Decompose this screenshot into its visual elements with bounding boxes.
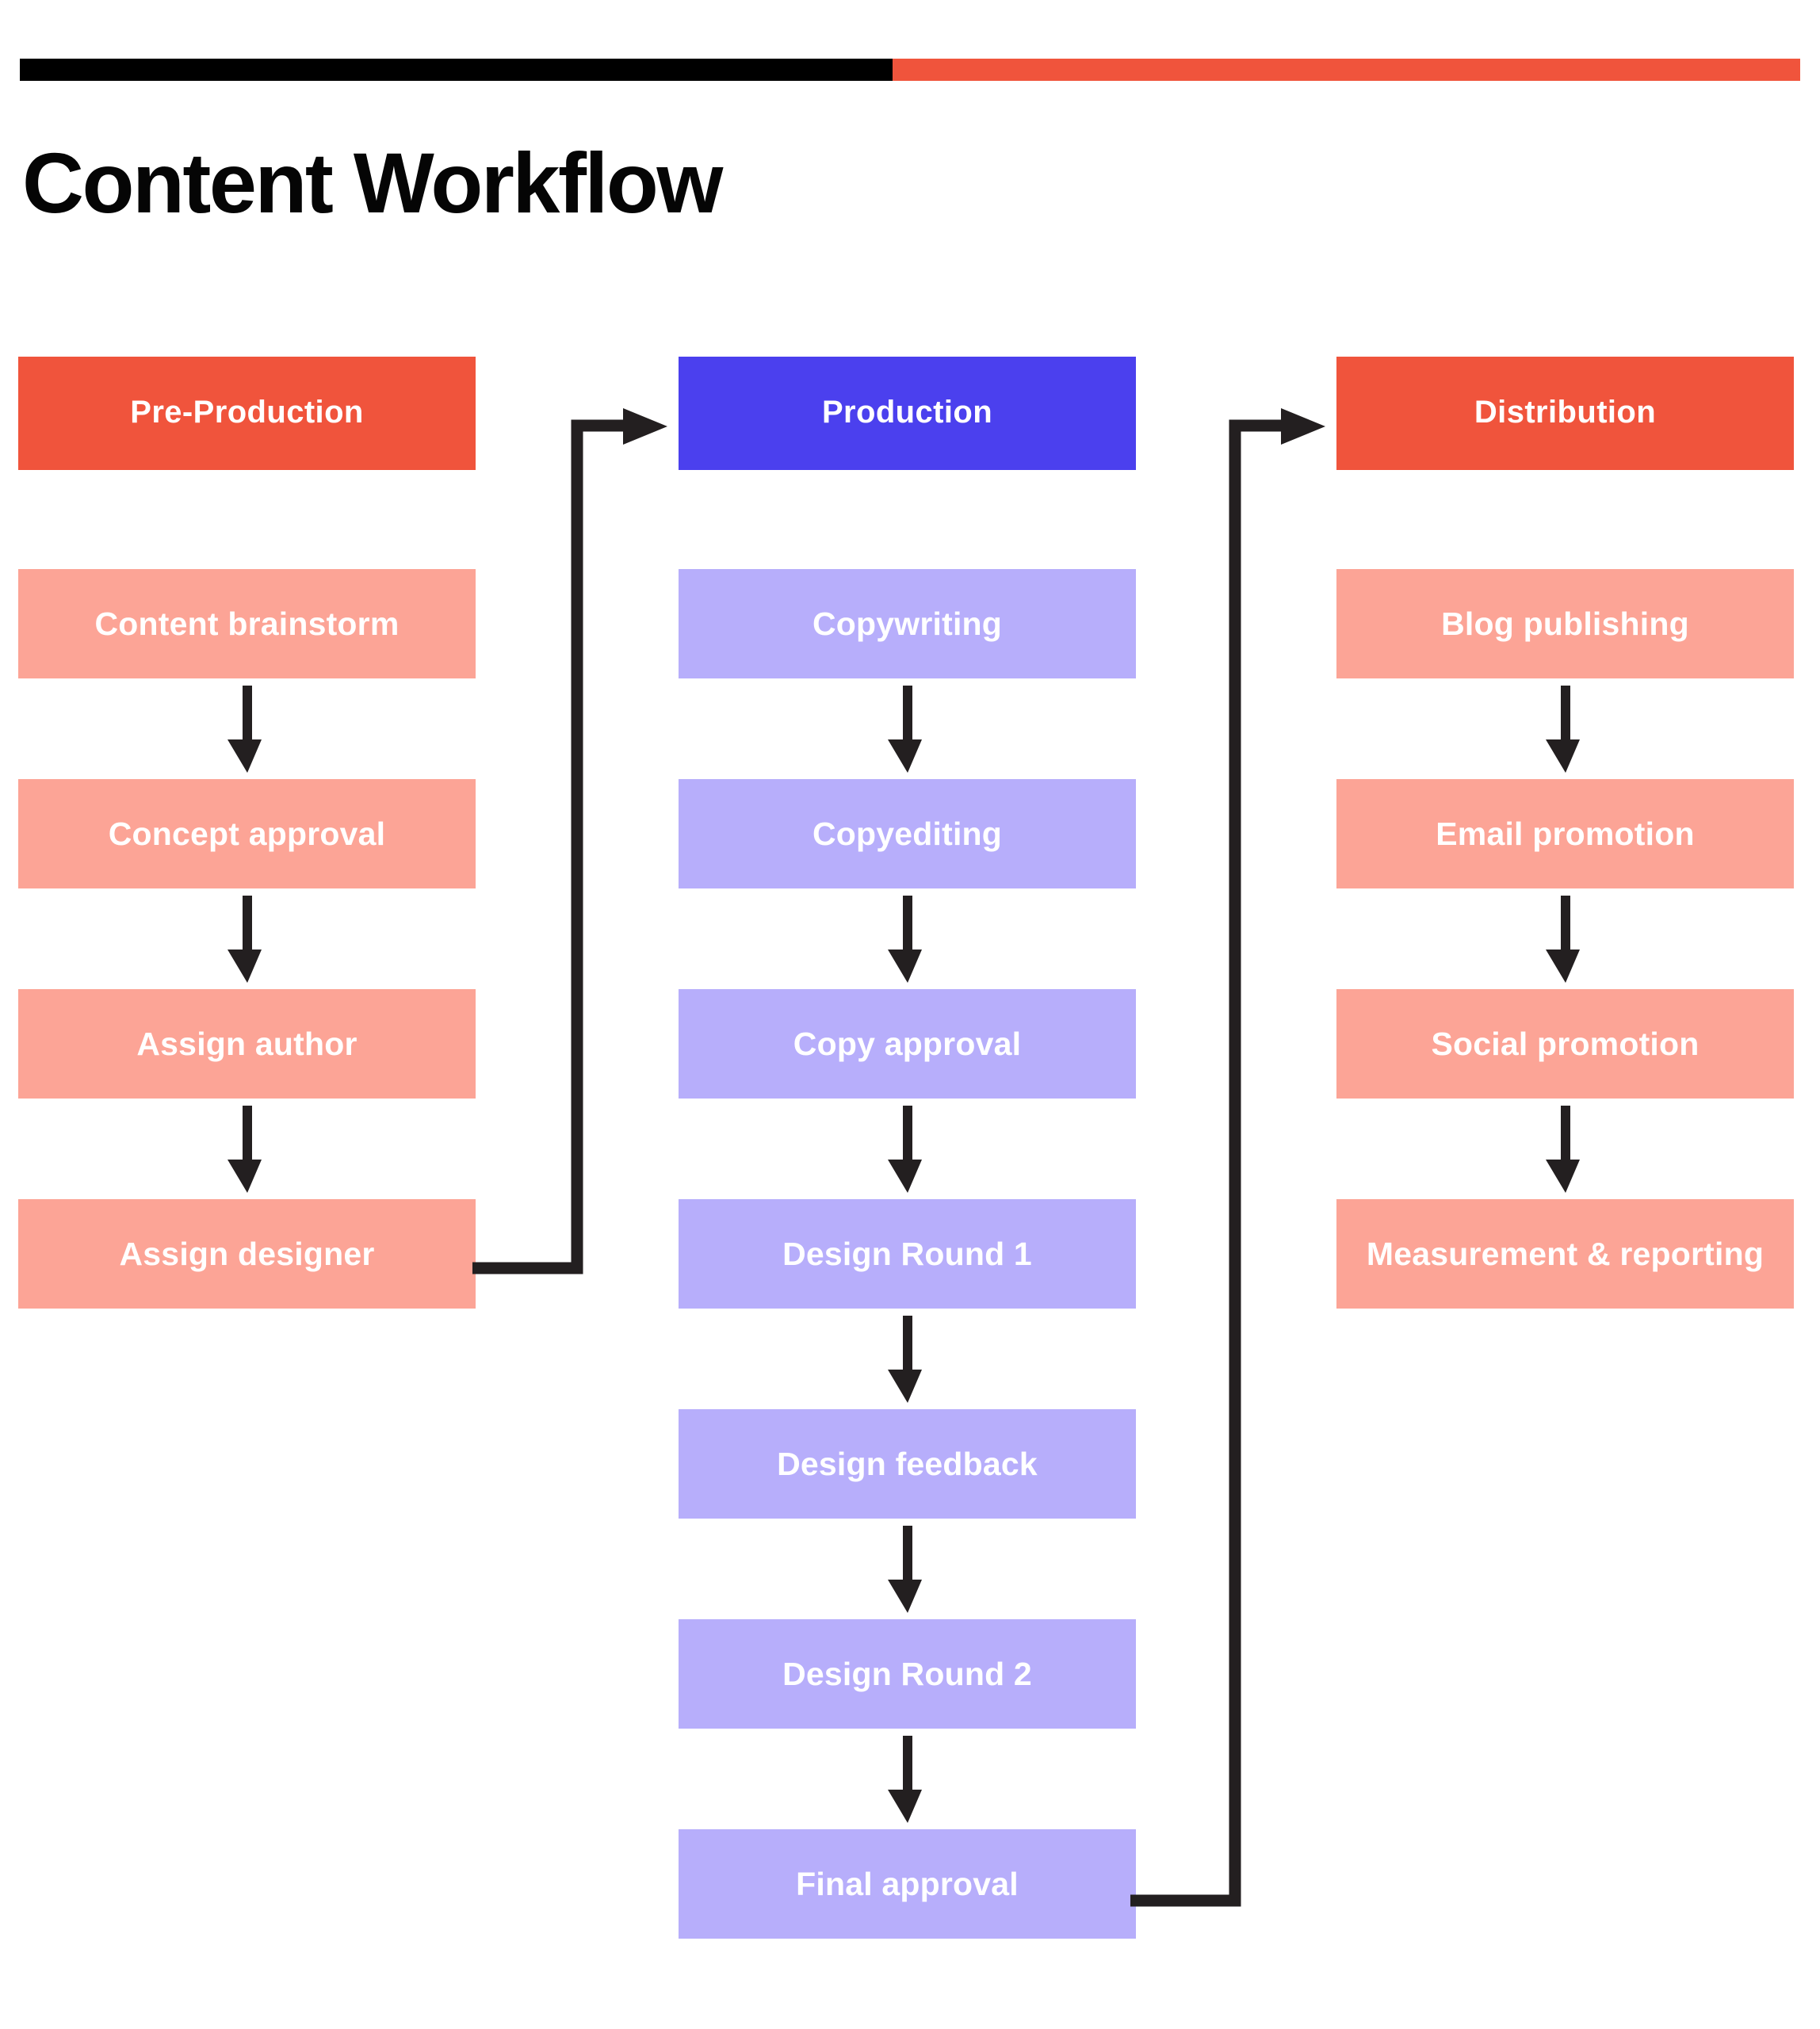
down-arrow-icon xyxy=(18,888,476,989)
step-box[interactable]: Content brainstorm xyxy=(18,569,476,678)
down-arrow-icon xyxy=(18,1099,476,1199)
phase-header-production[interactable]: Production xyxy=(679,357,1136,470)
step-box[interactable]: Email promotion xyxy=(1336,779,1794,888)
phase-header-label: Distribution xyxy=(1474,394,1657,430)
top-accent-rule xyxy=(20,59,1800,81)
step-label: Design Round 1 xyxy=(782,1236,1032,1272)
step-item: Blog publishing xyxy=(1336,569,1794,678)
workflow-column-production: Production Copywriting Copyediting xyxy=(679,357,1136,1939)
step-box[interactable]: Social promotion xyxy=(1336,989,1794,1099)
step-box[interactable]: Copywriting xyxy=(679,569,1136,678)
step-box[interactable]: Design Round 1 xyxy=(679,1199,1136,1309)
top-rule-accent-segment xyxy=(893,59,1800,81)
phase-header-label: Production xyxy=(821,394,993,430)
step-item: Copywriting xyxy=(679,569,1136,678)
step-list-production: Copywriting Copyediting Copy xyxy=(679,569,1136,1939)
down-arrow-icon xyxy=(1336,1099,1794,1199)
connector-production-to-distribution xyxy=(1130,408,1336,1914)
down-arrow-icon xyxy=(679,1309,1136,1409)
step-item: Copyediting xyxy=(679,779,1136,888)
step-label: Design feedback xyxy=(777,1446,1038,1482)
step-label: Blog publishing xyxy=(1441,606,1689,642)
step-label: Email promotion xyxy=(1436,816,1695,852)
step-item: Content brainstorm xyxy=(18,569,476,678)
step-item: Assign designer xyxy=(18,1199,476,1309)
step-label: Copywriting xyxy=(812,606,1003,642)
phase-header-distribution[interactable]: Distribution xyxy=(1336,357,1794,470)
down-arrow-icon xyxy=(679,1099,1136,1199)
step-box[interactable]: Copyediting xyxy=(679,779,1136,888)
step-box[interactable]: Concept approval xyxy=(18,779,476,888)
step-list-distribution: Blog publishing Email promotion xyxy=(1336,569,1794,1309)
step-label: Social promotion xyxy=(1431,1026,1700,1062)
down-arrow-icon xyxy=(18,678,476,779)
step-box[interactable]: Design feedback xyxy=(679,1409,1136,1519)
step-item: Social promotion xyxy=(1336,989,1794,1099)
step-item: Design feedback xyxy=(679,1409,1136,1519)
top-rule-dark-segment xyxy=(20,59,893,81)
step-box[interactable]: Blog publishing xyxy=(1336,569,1794,678)
step-label: Assign author xyxy=(136,1026,358,1062)
phase-header-pre-production[interactable]: Pre-Production xyxy=(18,357,476,470)
step-label: Copy approval xyxy=(793,1026,1022,1062)
workflow-column-pre-production: Pre-Production Content brainstorm Concep… xyxy=(18,357,476,1309)
down-arrow-icon xyxy=(679,888,1136,989)
step-item: Concept approval xyxy=(18,779,476,888)
step-label: Content brainstorm xyxy=(94,606,400,642)
connector-pre-production-to-production xyxy=(472,408,679,1280)
down-arrow-icon xyxy=(1336,888,1794,989)
step-list-pre-production: Content brainstorm Concept approval xyxy=(18,569,476,1309)
step-box[interactable]: Copy approval xyxy=(679,989,1136,1099)
step-box[interactable]: Assign designer xyxy=(18,1199,476,1309)
step-item: Assign author xyxy=(18,989,476,1099)
down-arrow-icon xyxy=(679,1729,1136,1829)
page-title: Content Workflow xyxy=(22,135,723,231)
down-arrow-icon xyxy=(679,678,1136,779)
step-label: Design Round 2 xyxy=(782,1656,1032,1692)
step-box[interactable]: Assign author xyxy=(18,989,476,1099)
down-arrow-icon xyxy=(1336,678,1794,779)
workflow-column-distribution: Distribution Blog publishing Email promo… xyxy=(1336,357,1794,1309)
phase-header-label: Pre-Production xyxy=(130,394,364,430)
step-box[interactable]: Measurement & reporting xyxy=(1336,1199,1794,1309)
down-arrow-icon xyxy=(679,1519,1136,1619)
step-box[interactable]: Final approval xyxy=(679,1829,1136,1939)
step-item: Final approval xyxy=(679,1829,1136,1939)
step-item: Design Round 1 xyxy=(679,1199,1136,1309)
step-item: Email promotion xyxy=(1336,779,1794,888)
step-label: Final approval xyxy=(796,1866,1019,1902)
step-item: Measurement & reporting xyxy=(1336,1199,1794,1309)
step-box[interactable]: Design Round 2 xyxy=(679,1619,1136,1729)
step-item: Design Round 2 xyxy=(679,1619,1136,1729)
step-item: Copy approval xyxy=(679,989,1136,1099)
step-label: Copyediting xyxy=(812,816,1003,852)
step-label: Measurement & reporting xyxy=(1366,1236,1765,1272)
step-label: Concept approval xyxy=(108,816,386,852)
step-label: Assign designer xyxy=(119,1236,375,1272)
